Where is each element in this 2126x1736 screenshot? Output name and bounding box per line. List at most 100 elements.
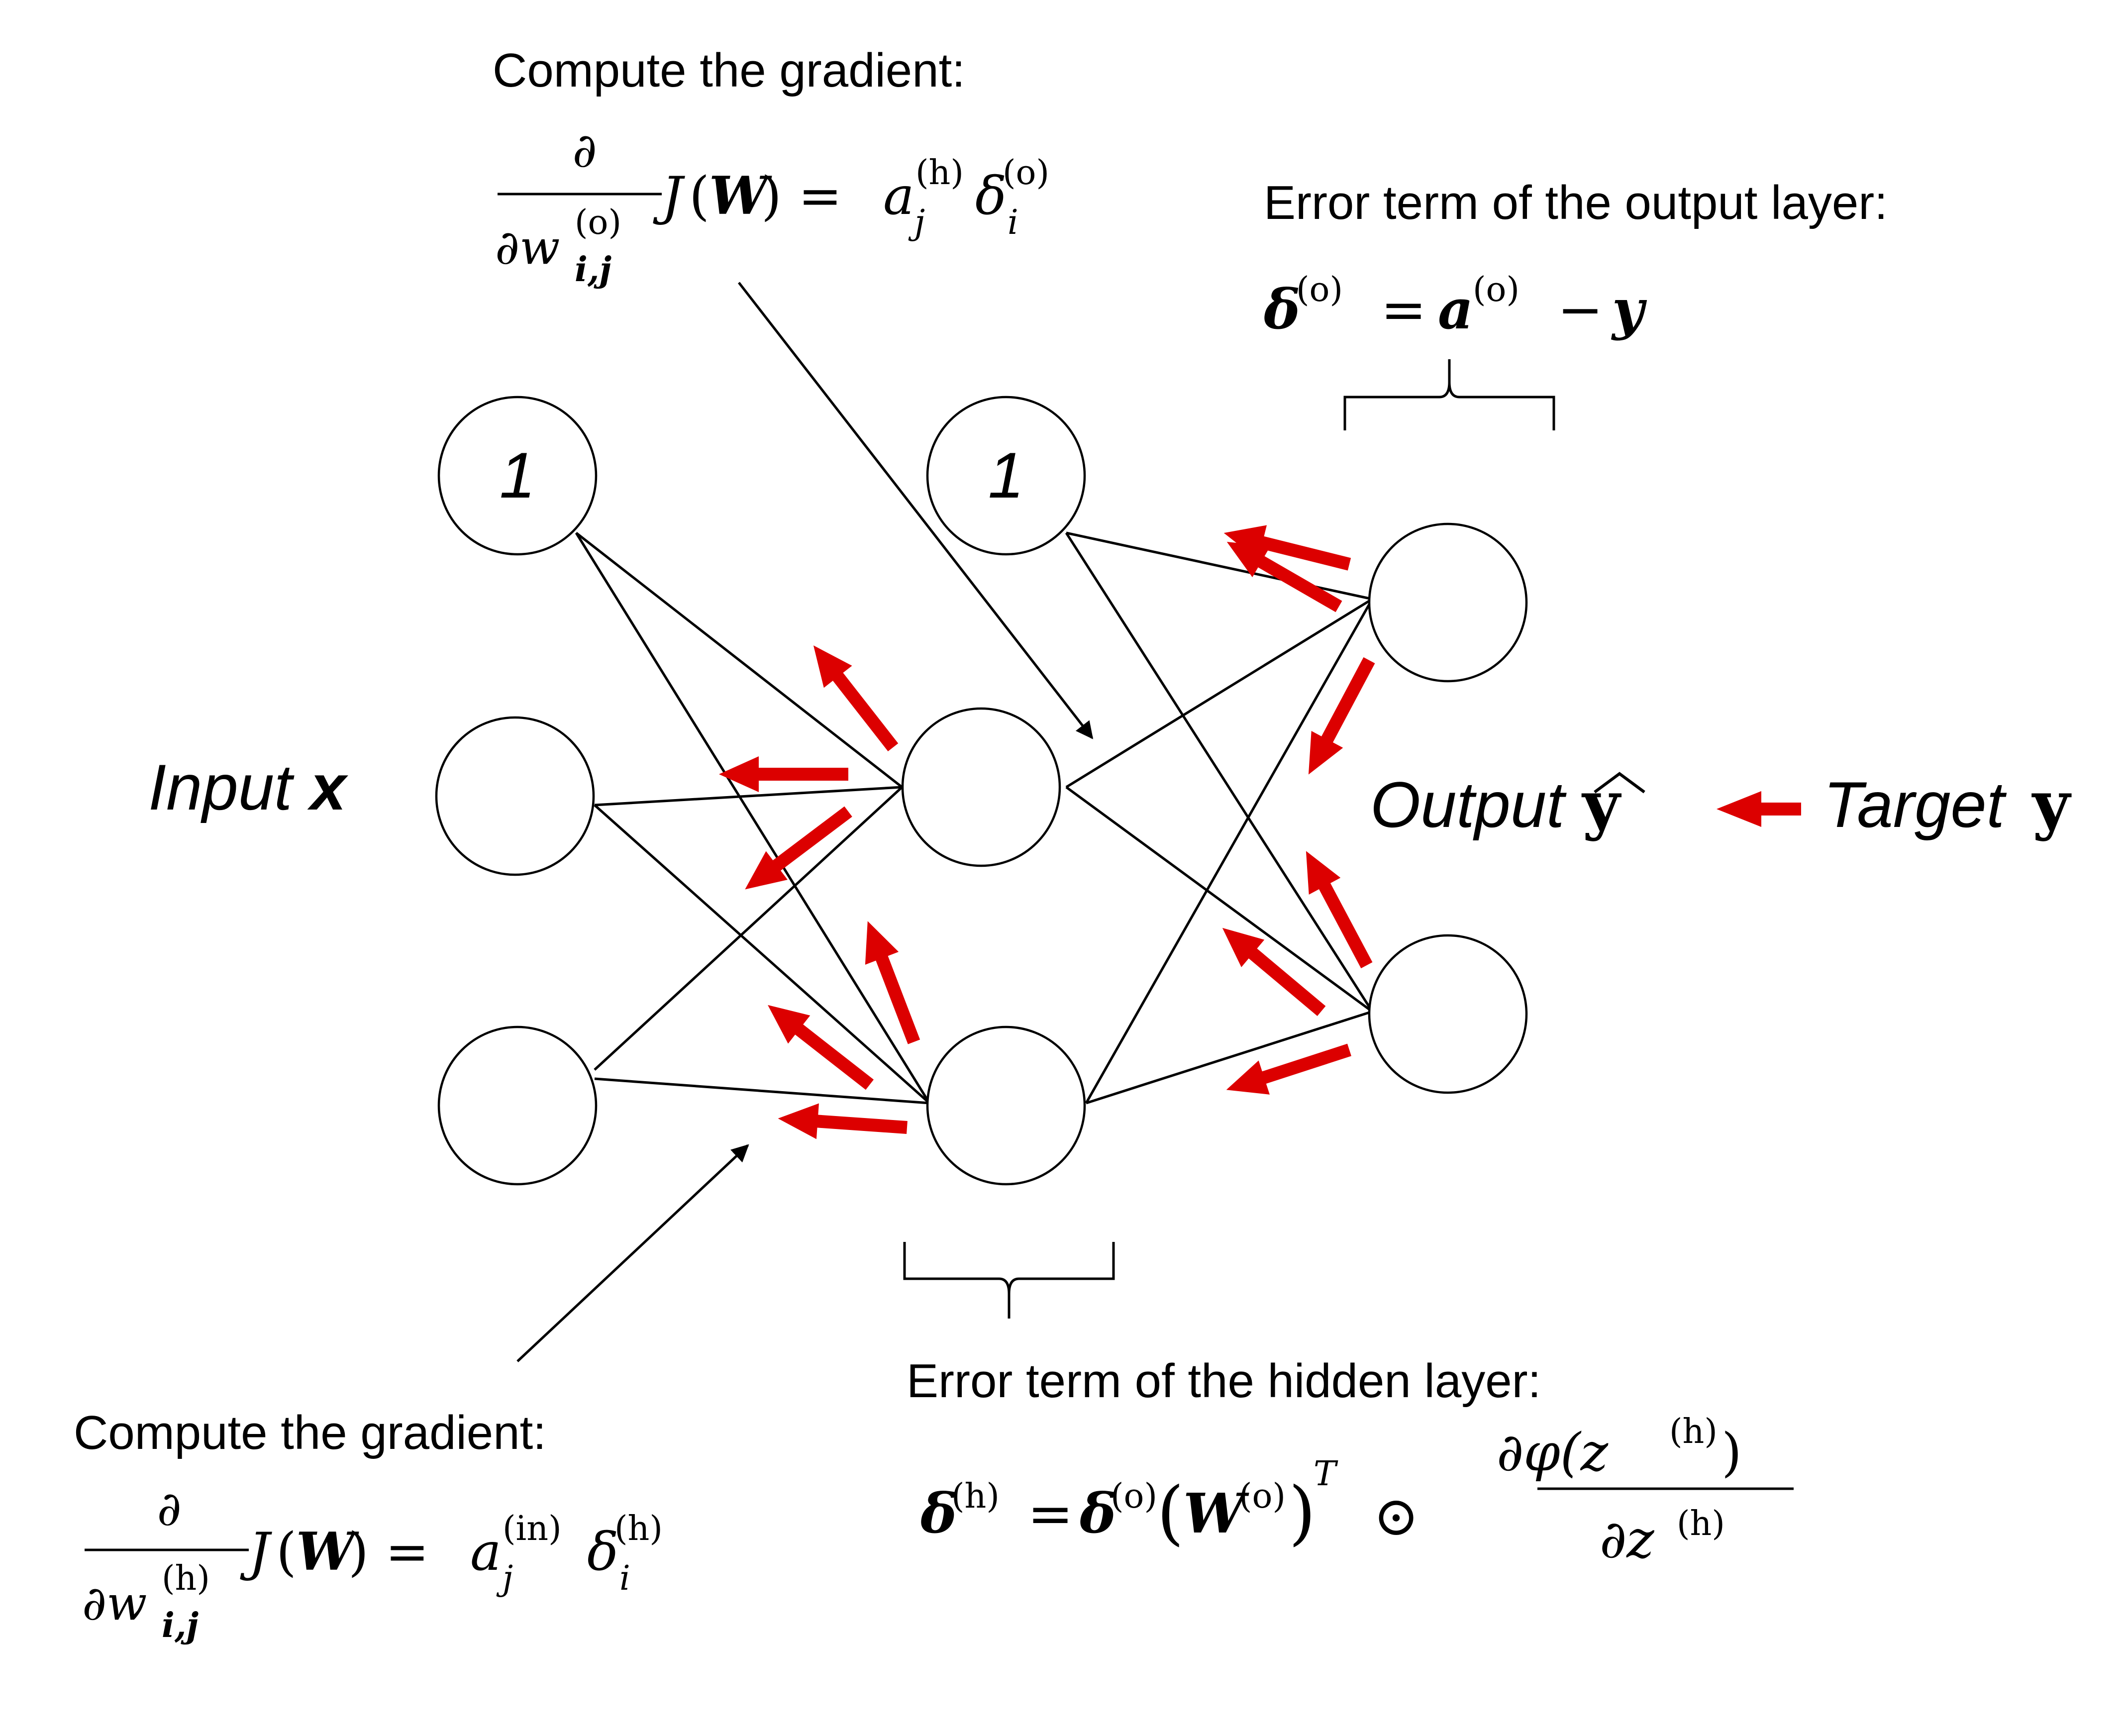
- target-label: Target y: [1823, 766, 2072, 842]
- input-bias-node: [437, 396, 598, 556]
- svg-text:=: =: [1027, 1482, 1073, 1545]
- svg-text:(: (: [689, 166, 709, 226]
- svg-text:∂w: ∂w: [495, 220, 560, 275]
- red-arrow: [745, 806, 852, 890]
- hidden-gradient-callout: [516, 1144, 749, 1362]
- svg-text:(o): (o): [1239, 1477, 1286, 1516]
- edge-h1-to-o2: [1065, 786, 1373, 1013]
- svg-text:W: W: [1183, 1481, 1249, 1545]
- svg-text:δ: δ: [1079, 1481, 1116, 1545]
- red-arrow: [1226, 542, 1342, 613]
- svg-text:J: J: [653, 166, 685, 226]
- output-layer: [1368, 522, 1528, 1094]
- svg-text:J: J: [240, 1522, 272, 1582]
- svg-text:(: (: [1157, 1472, 1184, 1553]
- edge-in-bias-to-h1: [575, 532, 903, 788]
- hidden-node-1: [901, 707, 1061, 867]
- svg-text:(o): (o): [1003, 153, 1049, 193]
- svg-text:∂: ∂: [572, 123, 597, 178]
- svg-text:(o): (o): [1111, 1477, 1157, 1516]
- edge-h2-to-o2: [1086, 1010, 1373, 1105]
- hidden-node-2: [926, 1025, 1086, 1186]
- svg-text:δ: δ: [1263, 277, 1300, 341]
- red-arrow: [1306, 851, 1373, 969]
- red-arrow: [719, 756, 848, 792]
- svg-text:∂w: ∂w: [82, 1576, 147, 1631]
- edge-h-bias-to-o1: [1066, 531, 1373, 601]
- edge-in2-to-h1: [594, 786, 903, 1071]
- edge-in1-to-h2: [594, 804, 930, 1104]
- edge-h-bias-to-o2: [1065, 532, 1374, 1013]
- svg-text:(h): (h): [614, 1509, 663, 1548]
- output-label: Output y: [1370, 766, 1621, 842]
- hidden-gradient-equation: ∂ ∂w (h) i,j J ( W ) = a (in) j δ (h) i: [82, 1482, 663, 1645]
- svg-text:(h): (h): [162, 1559, 210, 1598]
- svg-text:=: =: [1381, 278, 1426, 341]
- svg-text:(h): (h): [951, 1477, 1000, 1516]
- red-arrow: [1308, 657, 1375, 775]
- output-gradient-equation: ∂ ∂w (o) i,j J ( W ) = a (h) j δ (o) i: [495, 123, 1049, 290]
- svg-text:−: −: [1557, 278, 1603, 341]
- red-arrow: [778, 1103, 908, 1139]
- svg-text:T: T: [1314, 1454, 1338, 1494]
- hidden-bias-node: [926, 396, 1086, 556]
- hidden-error-caption: Error term of the hidden layer:: [907, 1354, 1541, 1408]
- edge-in-bias-to-h2: [575, 532, 931, 1104]
- hidden-bias-label: 1: [988, 439, 1024, 511]
- svg-text:(o): (o): [1473, 270, 1519, 309]
- top-gradient-caption: Compute the gradient:: [493, 44, 965, 97]
- svg-text:∂φ(z: ∂φ(z: [1497, 1422, 1609, 1483]
- svg-text:(: (: [276, 1522, 297, 1582]
- output-node-2: [1368, 934, 1528, 1094]
- svg-text:⊙: ⊙: [1373, 1484, 1419, 1548]
- svg-text:δ: δ: [975, 166, 1007, 226]
- hidden-error-equation: δ (h) = δ (o) ( W (o) ) T ⊙ ∂φ(z (h) ) ∂…: [920, 1412, 1794, 1570]
- target-arrow: [1717, 791, 1801, 827]
- bottom-gradient-caption: Compute the gradient:: [74, 1406, 546, 1459]
- input-node-1: [435, 716, 595, 876]
- input-bias-label: 1: [500, 439, 535, 511]
- network-edges: [575, 531, 1374, 1105]
- red-arrow: [1223, 525, 1351, 571]
- svg-text:a: a: [470, 1522, 502, 1582]
- output-error-caption: Error term of the output layer:: [1264, 176, 1888, 229]
- svg-text:a: a: [1438, 277, 1473, 341]
- svg-text:(o): (o): [575, 203, 621, 242]
- svg-text:(in): (in): [503, 1509, 562, 1548]
- svg-text:W: W: [296, 1521, 359, 1582]
- svg-text:i,j: i,j: [575, 250, 612, 290]
- svg-text:δ: δ: [587, 1522, 618, 1582]
- red-arrow: [768, 1005, 874, 1090]
- svg-text:∂: ∂: [157, 1482, 181, 1536]
- hat-mark: [1594, 772, 1645, 794]
- input-label: Input x: [148, 751, 348, 823]
- red-arrow: [1226, 1043, 1352, 1095]
- input-node-2: [437, 1025, 598, 1186]
- output-node-1: [1368, 522, 1528, 683]
- svg-text:) =: ) =: [348, 1522, 429, 1582]
- input-layer: 1: [435, 396, 598, 1186]
- svg-text:∂z: ∂z: [1600, 1509, 1654, 1570]
- svg-text:y: y: [1611, 277, 1647, 341]
- svg-text:): ): [1721, 1422, 1742, 1483]
- red-arrow: [865, 921, 920, 1044]
- edge-in1-to-h1: [594, 786, 903, 807]
- svg-text:): ): [1289, 1472, 1316, 1553]
- svg-text:(h): (h): [915, 153, 964, 193]
- output-gradient-callout: [738, 282, 1094, 739]
- output-error-equation: δ (o) = a (o) − y: [1263, 270, 1647, 341]
- svg-text:) =: ) =: [761, 166, 842, 226]
- svg-text:a: a: [883, 166, 914, 226]
- svg-text:W: W: [709, 165, 772, 226]
- svg-text:(h): (h): [1677, 1504, 1725, 1543]
- edge-h2-to-o1: [1085, 598, 1374, 1104]
- svg-text:i: i: [619, 1559, 630, 1598]
- red-arrow: [1222, 927, 1326, 1016]
- svg-text:i,j: i,j: [162, 1606, 199, 1645]
- output-layer-bracket: [1343, 359, 1555, 430]
- svg-text:δ: δ: [920, 1481, 957, 1545]
- svg-text:(h): (h): [1669, 1412, 1718, 1451]
- hidden-layer-bracket: [903, 1242, 1115, 1319]
- red-arrow: [813, 645, 899, 752]
